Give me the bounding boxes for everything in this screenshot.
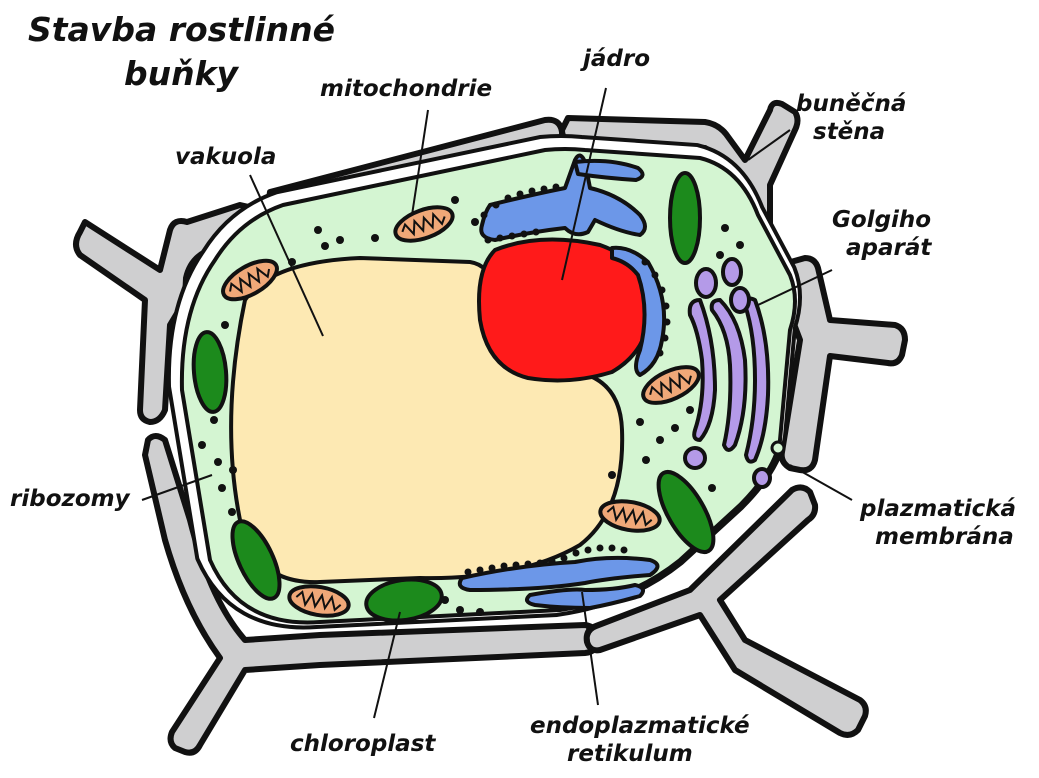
label-vakuola: vakuola: [175, 143, 276, 171]
label-bunecna-stena-2: stěna: [813, 118, 885, 146]
label-golgiho-2: aparát: [846, 234, 931, 262]
label-jadro: jádro: [583, 45, 650, 73]
label-er-2: retikulum: [567, 740, 693, 768]
label-membrana-1: plazmatická: [860, 495, 1016, 523]
label-ribozomy: ribozomy: [10, 485, 130, 513]
label-bunecna-stena-1: buněčná: [796, 90, 906, 118]
label-er-1: endoplazmatické: [530, 712, 750, 740]
label-chloroplast: chloroplast: [290, 730, 435, 758]
title-line-1: Stavba rostlinné: [28, 10, 335, 50]
label-mitochondrie: mitochondrie: [320, 75, 492, 103]
title-line-2: buňky: [124, 54, 238, 94]
label-golgiho-1: Golgiho: [832, 206, 931, 234]
label-membrana-2: membrána: [875, 523, 1014, 551]
